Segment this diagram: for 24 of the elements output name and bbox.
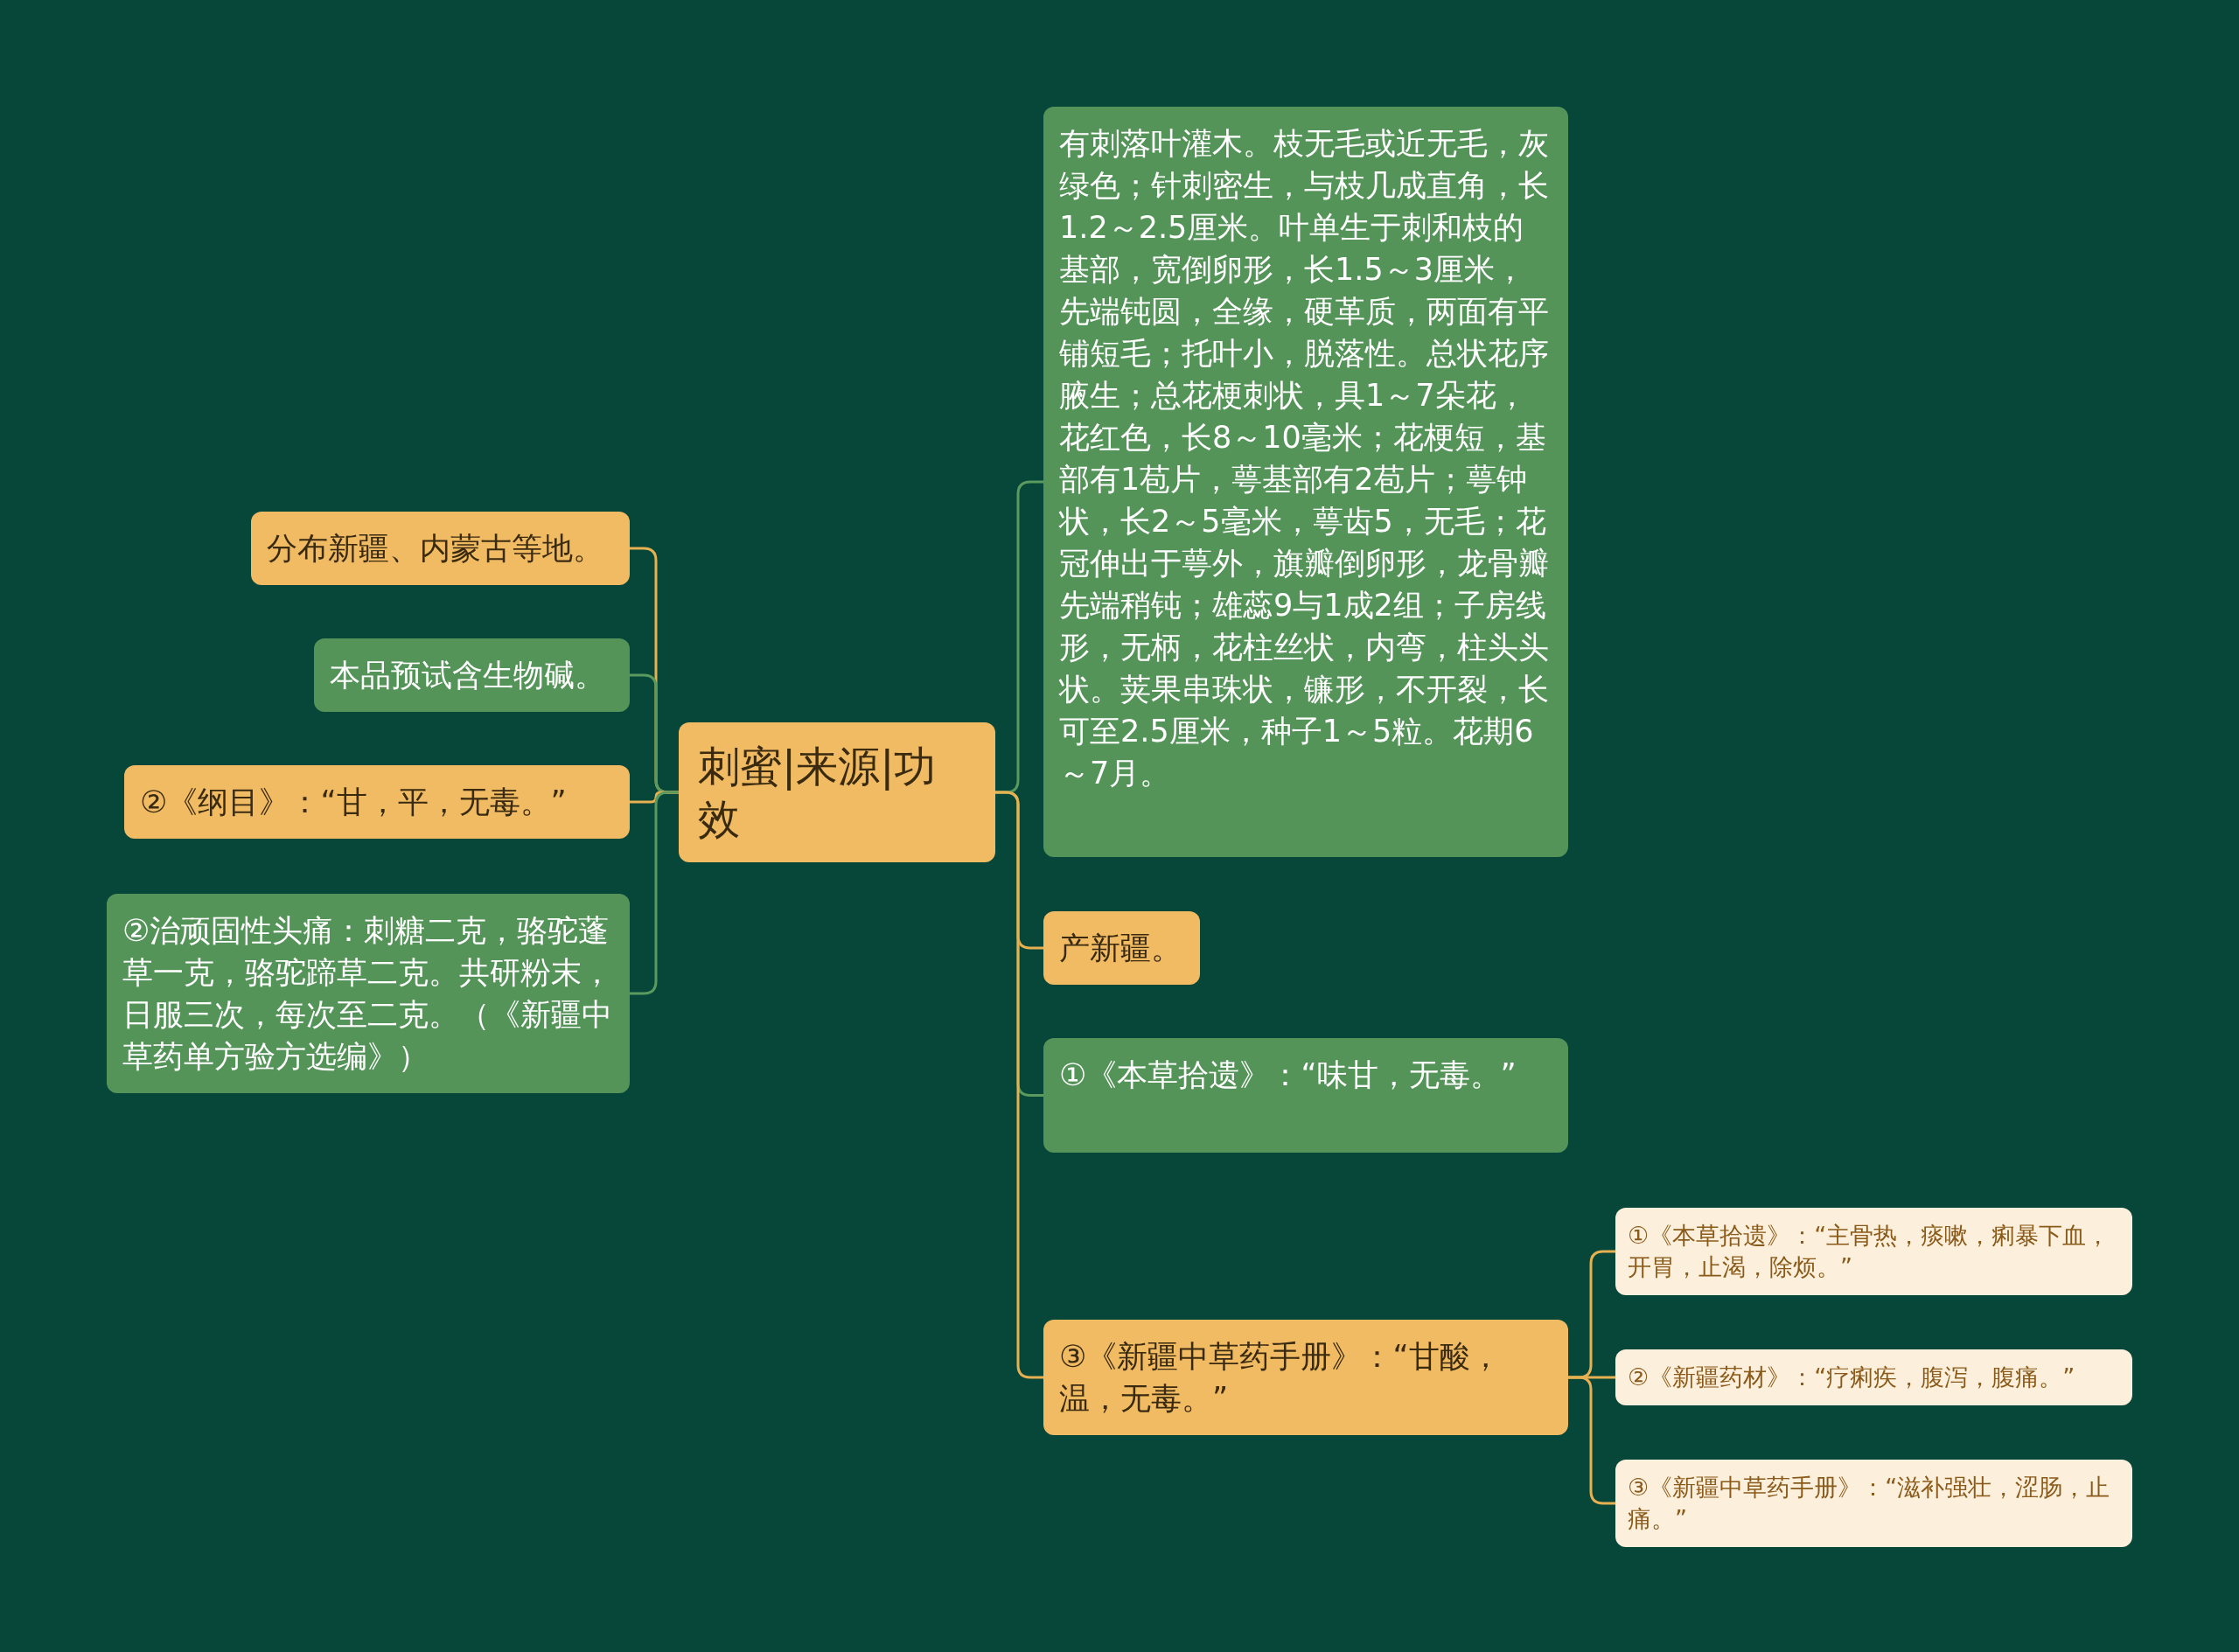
note-box: [1615, 1460, 2132, 1547]
note-box: [1615, 1208, 2132, 1295]
topic-box: [124, 765, 630, 839]
topic-text: 有刺落叶灌木。枝无毛或近无毛，灰绿色；针刺密生，与枝几成直角，长1.2～2.5厘米。叶单生于刺和枝的基部，宽倒卵形，长1.5～3厘米，先端钝圆，全缘，硬革质，两面有平铺短毛；托叶小，脱落性。总状花序腋生；总花梗刺状，具1～7朵花，花红色，长8～10毫米；花梗短，基部有1苞片，萼基部有2苞片；萼钟状，长2～5毫米，萼齿5，无毛；花冠伸出于萼外，旗瓣倒卵形，龙骨瓣先端稍钝；雄蕊9与1成2组；子房线形，无柄，花柱丝状，内弯，柱头头状。荚果串珠状，镰形，不开裂，长可至2.5厘米，种子1～5粒。花期6～7月。: [1059, 125, 1550, 792]
topic-box: [1043, 911, 1200, 985]
topic-text: 产新疆。: [1059, 930, 1182, 967]
topic-text: 本品预试含生物碱。: [330, 657, 605, 694]
topic-text: ③《新疆中草药手册》：“滋补强壮，涩肠，止痛。”: [1628, 1473, 2111, 1534]
topic-box: [1043, 1320, 1568, 1435]
topic-text: ②《新疆药材》：“疗痢疾，腹泻，腹痛。”: [1628, 1363, 2075, 1392]
note-box: [1615, 1349, 2132, 1405]
topic-box: [1043, 107, 1568, 857]
topic-text: ②治顽固性头痛：刺糖二克，骆驼蓬草一克，骆驼蹄草二克。共研粉末，日服三次，每次至二克。（《新疆中草药单方验方选编》）: [122, 912, 613, 1076]
topic-text: 刺蜜|来源|功效: [698, 741, 938, 845]
topic-box: [107, 894, 630, 1093]
topic-box: [251, 512, 630, 585]
topic-text: ②《纲目》：“甘，平，无毒。”: [140, 784, 567, 821]
topic-text: ①《本草拾遗》：“味甘，无毒。”: [1059, 1056, 1517, 1094]
topic-text: ①《本草拾遗》：“主骨热，痰嗽，痢暴下血，开胃，止渴，除烦。”: [1628, 1221, 2111, 1282]
topic-box: [314, 638, 630, 712]
topic-text: 分布新疆、内蒙古等地。: [267, 530, 603, 568]
topic-box: [1043, 1038, 1568, 1153]
topic-text: ③《新疆中草药手册》：“甘酸，温，无毒。”: [1059, 1338, 1502, 1418]
central-topic-box: [679, 722, 995, 862]
